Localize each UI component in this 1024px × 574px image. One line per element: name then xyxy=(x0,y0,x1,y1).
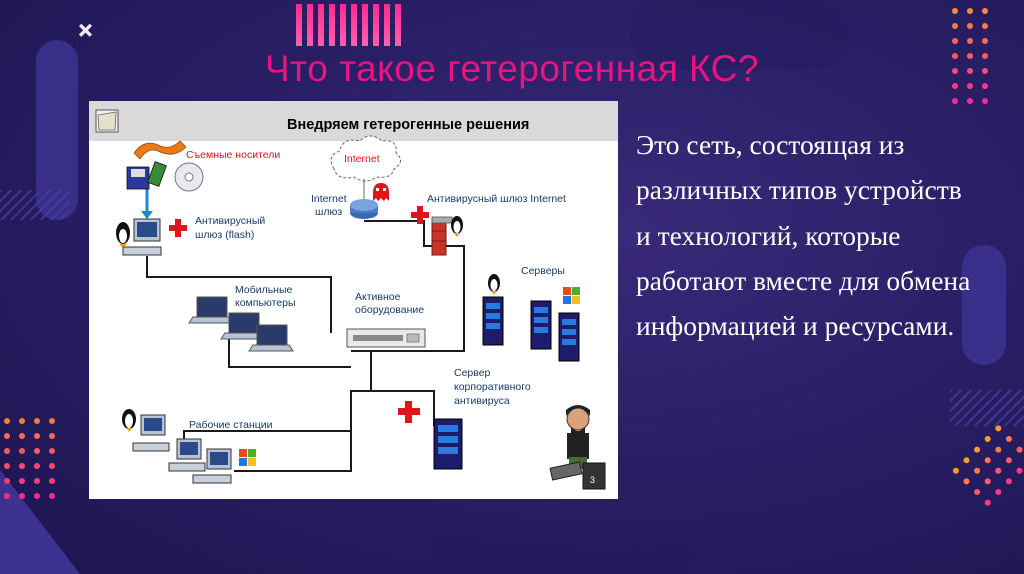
label-mobile-line2: компьютеры xyxy=(235,297,296,309)
label-corp-av-line3: антивируса xyxy=(454,395,510,407)
decor-pill-top xyxy=(630,0,850,70)
gateway-pc-icon xyxy=(122,218,162,256)
ghost-icon xyxy=(373,183,389,201)
diagram-header-bar xyxy=(89,101,618,141)
workstation-pc-icon xyxy=(168,438,206,472)
page-title: Что такое гетерогенная КС? xyxy=(265,48,759,89)
diagram-header: Внедряем гетерогенные решения xyxy=(287,117,529,133)
windows-logo-icon xyxy=(563,287,580,304)
decor-hatch-right xyxy=(950,390,1024,426)
windows-logo-icon xyxy=(239,449,256,466)
label-mobile-line1: Мобильные xyxy=(235,284,293,296)
label-internet-gateway-line2: шлюз xyxy=(315,206,342,218)
label-internet-gateway-line1: Internet xyxy=(311,193,347,205)
cloud-icon xyxy=(330,135,401,182)
description-text: Это сеть, состоящая из различных типов у… xyxy=(636,129,971,342)
label-active-line1: Активное xyxy=(355,291,401,303)
workstation-pc-icon xyxy=(132,414,170,452)
laptop-icon xyxy=(220,312,266,340)
label-av-gateway-flash-line2: шлюз (flash) xyxy=(195,229,254,241)
label-corp-av-line2: корпоративного xyxy=(454,381,531,393)
decor-hatch-left xyxy=(0,190,70,220)
red-cross-icon xyxy=(411,206,429,224)
server-rack-icon xyxy=(433,418,463,470)
workstation-pc-icon xyxy=(192,448,232,484)
router-icon xyxy=(350,199,378,219)
server-rack-icon xyxy=(482,296,504,346)
plus-icon: + xyxy=(67,12,103,49)
server-rack-icon xyxy=(558,312,580,362)
label-internet: Internet xyxy=(344,153,380,165)
page-badge: 3 xyxy=(590,475,595,485)
laptop-icon xyxy=(248,324,294,352)
admin-person-icon xyxy=(549,405,606,490)
folder-icon xyxy=(95,109,119,133)
switch-icon xyxy=(346,328,426,348)
label-removable-media: Съемные носители xyxy=(186,149,280,161)
red-cross-icon xyxy=(169,219,187,237)
decor-dots-bottom-right xyxy=(951,424,1024,507)
label-servers: Серверы xyxy=(521,265,565,277)
penguin-icon xyxy=(116,222,130,248)
removable-media-icon xyxy=(126,140,204,192)
server-rack-icon xyxy=(530,300,552,350)
label-workstations: Рабочие станции xyxy=(189,419,273,431)
label-av-gateway-flash-line1: Антивирусный xyxy=(195,215,265,227)
decor-pink-stripes xyxy=(296,4,401,46)
red-cross-icon xyxy=(398,401,420,423)
label-av-gateway-internet: Антивирусный шлюз Internet xyxy=(427,193,566,205)
network-diagram: Внедряем гетерогенные решения xyxy=(89,101,618,499)
decor-bottom-left-shape xyxy=(0,470,80,574)
penguin-icon xyxy=(122,409,136,432)
penguin-icon xyxy=(488,274,500,295)
label-corp-av-line1: Сервер xyxy=(454,367,491,379)
penguin-icon xyxy=(451,216,463,237)
laptop-icon xyxy=(188,296,234,324)
firewall-icon xyxy=(431,216,453,256)
decor-pill-right xyxy=(962,245,1006,365)
decor-dots-top-right xyxy=(952,8,988,104)
label-active-line2: оборудование xyxy=(355,304,424,316)
decor-dots-left xyxy=(4,418,55,499)
decor-pill-bottom xyxy=(430,520,690,574)
